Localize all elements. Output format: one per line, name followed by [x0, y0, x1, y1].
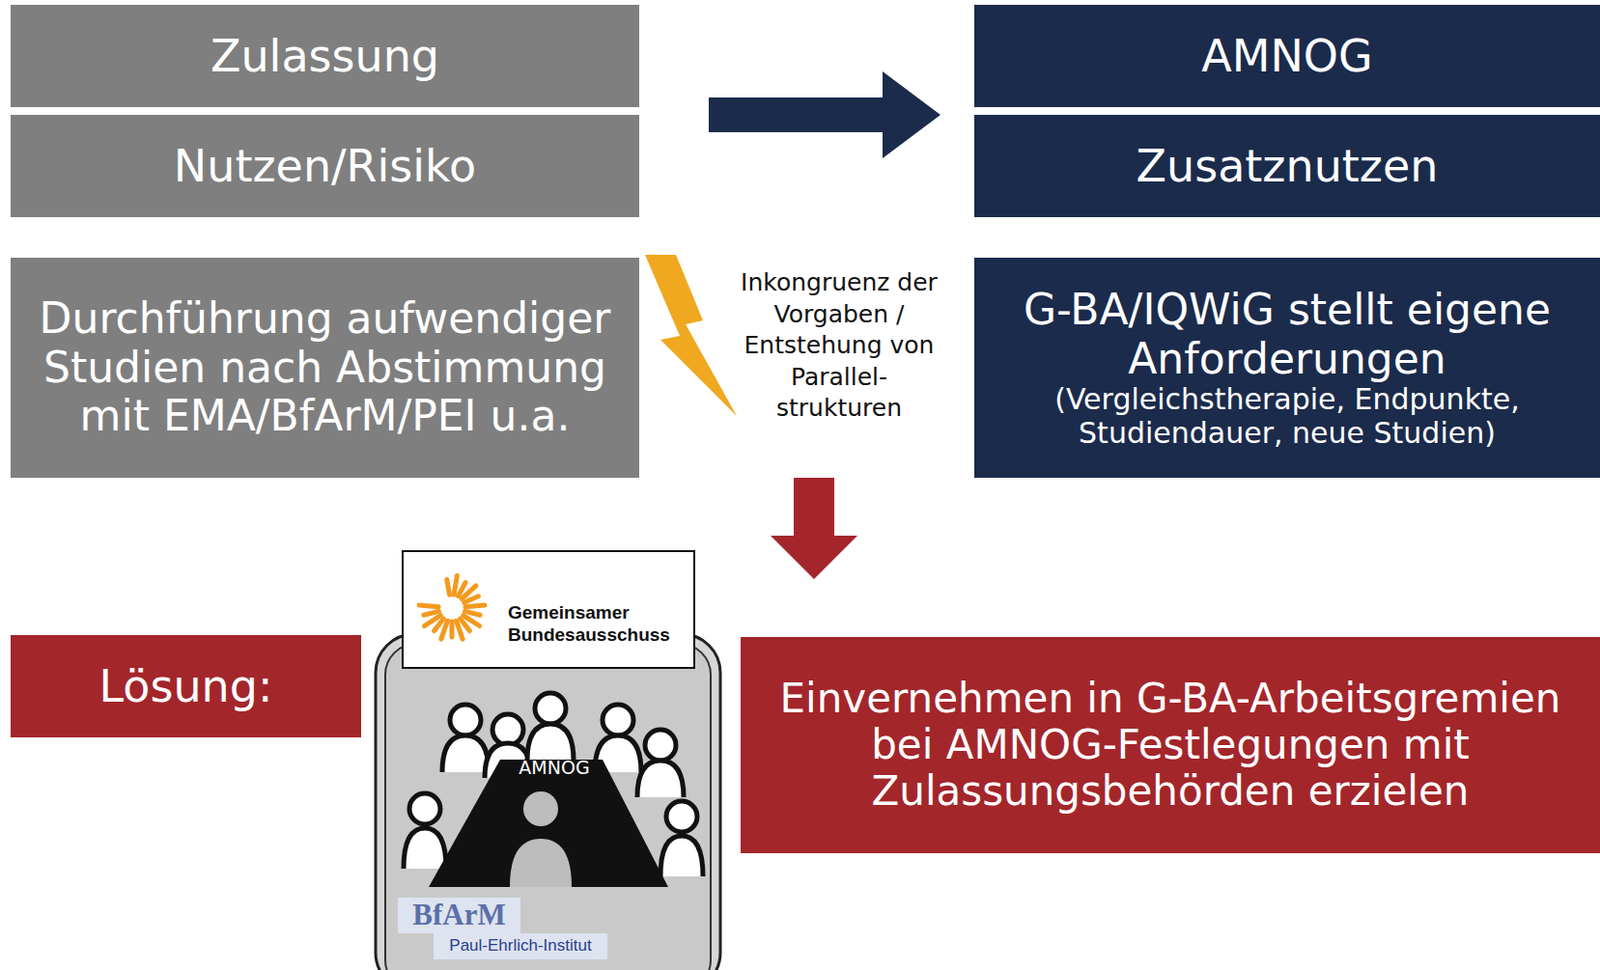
logo-text: BfArM [397, 897, 521, 933]
logo-ray [449, 621, 455, 638]
box-text: Lösung: [99, 661, 274, 713]
box-text: AMNOG [1201, 30, 1373, 83]
solution-box: Einvernehmen in G-BA-Arbeitsgremien bei … [740, 637, 1600, 854]
logo-ray [423, 616, 441, 627]
lightning-bolt [645, 254, 737, 417]
box-text: Zusatznutzen [1136, 140, 1439, 193]
logo-text: Gemeinsamer Bundesausschuss [507, 602, 692, 647]
logo-ray [453, 575, 457, 595]
box-text: Nutzen/Risiko [173, 140, 477, 193]
meeting-icon [375, 551, 721, 970]
logo-ray [419, 605, 439, 608]
requirement-box: G-BA/IQWiG stellt eigene Anforderungen(V… [974, 257, 1600, 478]
logo-text: Paul-Ehrlich-Institut [433, 935, 608, 957]
amnog-box: Zusatznutzen [974, 114, 1600, 218]
box-text: G-BA/IQWiG stellt eigene Anforderungen [989, 285, 1585, 384]
logo-ray [447, 579, 450, 595]
logo-ray [465, 611, 481, 616]
table-label: AMNOG [509, 757, 599, 780]
down-arrow [770, 477, 858, 580]
approval-box: Nutzen/Risiko [10, 114, 640, 218]
box-text: Durchführung aufwendiger Studien nach Ab… [29, 294, 620, 442]
approval-box: Zulassung [10, 4, 640, 108]
study-box: Durchführung aufwendiger Studien nach Ab… [10, 257, 640, 478]
logo-ray [465, 605, 485, 608]
box-text: Zulassung [210, 30, 440, 83]
logo-ray [456, 620, 464, 640]
logo-ray [423, 611, 440, 616]
block-arrow [708, 71, 941, 159]
box-text: Einvernehmen in G-BA-Arbeitsgremien bei … [759, 675, 1581, 816]
conflict-note: Inkongruenz der Vorgaben / Entstehung vo… [728, 267, 951, 425]
logo-ray [464, 596, 479, 604]
box-subtext: (Vergleichstherapie, Endpunkte, Studiend… [989, 383, 1585, 450]
solution-box: Lösung: [10, 635, 362, 738]
amnog-box: AMNOG [974, 4, 1600, 108]
